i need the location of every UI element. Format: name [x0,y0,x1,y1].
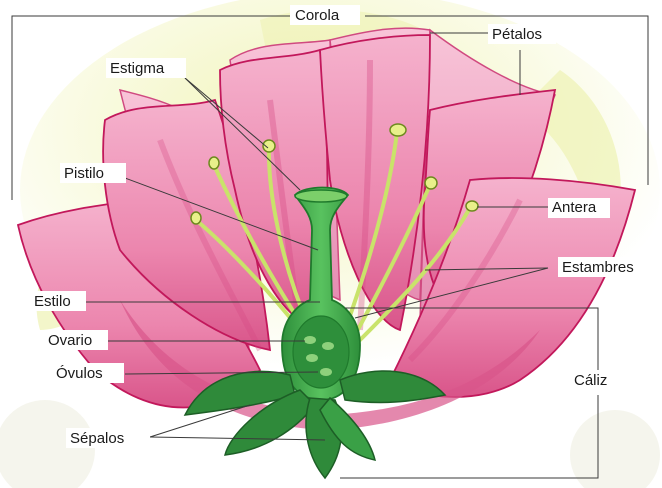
label-caliz: Cáliz [574,372,607,389]
label-estilo: Estilo [34,293,71,310]
label-estambres: Estambres [562,259,634,276]
label-petalos: Pétalos [492,26,542,43]
label-corola: Corola [295,7,340,24]
label-antera: Antera [552,199,597,216]
label-ovario: Ovario [48,332,92,349]
label-ovulos: Óvulos [56,365,103,382]
label-sepalos: Sépalos [70,430,124,447]
label-estigma: Estigma [110,60,165,77]
label-pistilo: Pistilo [64,165,104,182]
